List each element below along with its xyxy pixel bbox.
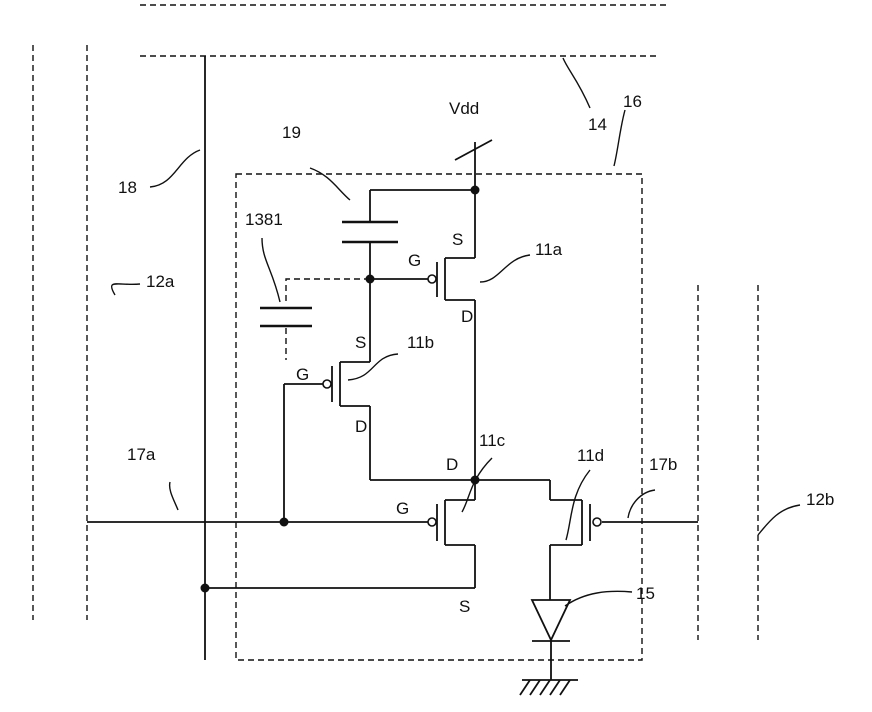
terminal-11b-source: S bbox=[355, 333, 366, 352]
label-18: 18 bbox=[118, 178, 137, 197]
label-11d: 11d bbox=[577, 446, 604, 465]
terminal-11c-source: S bbox=[459, 597, 470, 616]
label-19: 19 bbox=[282, 123, 301, 142]
label-1381: 1381 bbox=[245, 210, 283, 229]
terminal-11a-source: S bbox=[452, 230, 463, 249]
vdd-terminal bbox=[455, 140, 492, 190]
transistor-11d bbox=[475, 480, 601, 600]
terminal-11b-gate: G bbox=[296, 365, 309, 384]
terminal-11c-gate: G bbox=[396, 499, 409, 518]
ground-symbol bbox=[520, 680, 578, 695]
leader-lines bbox=[112, 58, 800, 606]
terminal-11a-gate: G bbox=[408, 251, 421, 270]
label-12b: 12b bbox=[806, 490, 834, 509]
transistor-11c bbox=[205, 480, 475, 588]
diode-15 bbox=[532, 600, 570, 680]
label-11c: 11c bbox=[479, 431, 506, 450]
label-16: 16 bbox=[623, 92, 642, 111]
dashed-boundaries bbox=[33, 5, 758, 660]
label-vdd: Vdd bbox=[449, 99, 479, 118]
label-11a: 11a bbox=[535, 240, 563, 259]
label-15: 15 bbox=[636, 584, 655, 603]
label-17a: 17a bbox=[127, 445, 156, 464]
label-11b: 11b bbox=[407, 333, 434, 352]
transistor-11b bbox=[284, 279, 475, 522]
terminal-11c-drain: D bbox=[446, 455, 458, 474]
label-14: 14 bbox=[588, 115, 607, 134]
label-17b: 17b bbox=[649, 455, 677, 474]
label-12a: 12a bbox=[146, 272, 175, 291]
terminal-11a-drain: D bbox=[461, 307, 473, 326]
terminal-11b-drain: D bbox=[355, 417, 367, 436]
